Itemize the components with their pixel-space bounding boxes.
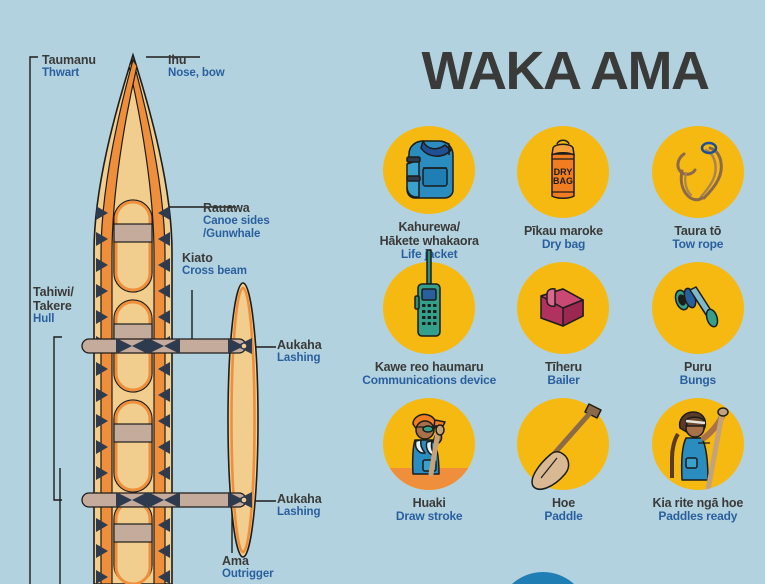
communications-device-disc [383, 249, 476, 354]
label-ihu: Ihu Nose, bow [168, 53, 225, 80]
kiato-cross-beam-lower [81, 492, 252, 508]
label-ihu-english: Nose, bow [168, 67, 225, 79]
label-kiato-maori: Kiato [182, 251, 213, 265]
paddle-icon [531, 403, 603, 490]
draw-stroke-disc [383, 398, 476, 490]
paddles-ready-maori: Kia rite ngā hoe [652, 496, 744, 510]
taumanu-seats [113, 223, 153, 543]
tow-rope-icon [676, 141, 723, 202]
bailer-icon [540, 288, 585, 327]
paddle-english: Paddle [544, 509, 583, 524]
label-taumanu: Taumanu Thwart [42, 53, 96, 80]
ama-outrigger [227, 282, 259, 558]
label-ihu-maori: Ihu [168, 53, 187, 67]
label-taumanu-maori: Taumanu [42, 53, 96, 67]
label-aukaha-upper: Aukaha Lashing [277, 338, 322, 365]
bungs-english: Bungs [679, 373, 717, 388]
grid-item-bungs[interactable]: Puru Bungs [631, 262, 765, 398]
label-rauawa: Rauawa Canoe sides /Gunwhale [203, 201, 270, 241]
bungs-icon [674, 286, 719, 328]
kiato-cross-beam-upper [81, 338, 252, 354]
taumanu-bracket [29, 56, 38, 300]
draw-stroke-paddler-icon [383, 413, 476, 490]
bailer-maori: Tīheru [544, 360, 582, 374]
bailer-english: Bailer [547, 373, 580, 388]
grid-item-communications-device[interactable]: Kawe reo haumaru Communications device [362, 249, 496, 398]
grid-item-life-jacket[interactable]: Kahurewa/ Hākete whakaora Life jacket [362, 126, 496, 262]
label-aukaha-lower-maori: Aukaha [277, 492, 322, 506]
paddles-ready-english: Paddles ready [658, 509, 738, 524]
equipment-icon-grid: Kahurewa/ Hākete whakaora Life jacket DR… [362, 126, 765, 534]
next-row-partial-disc [497, 572, 589, 584]
label-rauawa-english: Canoe sides [203, 215, 270, 227]
label-taumanu-english: Thwart [42, 67, 80, 79]
hull-notch-pattern [96, 206, 170, 584]
communications-device-english: Communications device [362, 373, 497, 388]
label-rauawa-english2: /Gunwhale [203, 227, 261, 240]
label-tahiwi-takere: Tahiwi/ Takere Hull [33, 285, 74, 326]
label-kiato-english: Cross beam [182, 265, 247, 277]
waka-ama-anatomy-diagram [0, 0, 340, 584]
grid-item-draw-stroke[interactable]: Huaki Draw stroke [362, 398, 496, 534]
label-aukaha-upper-maori: Aukaha [277, 338, 322, 352]
draw-stroke-maori: Huaki [412, 496, 446, 510]
bailer-caption: Tīheru Bailer [545, 360, 582, 388]
label-aukaha-lower: Aukaha Lashing [277, 492, 322, 519]
tow-rope-maori: Taura tō [674, 224, 722, 238]
dry-bag-maori: Pīkau maroke [524, 224, 603, 238]
paddle-caption: Hoe Paddle [544, 496, 582, 524]
paddles-ready-caption: Kia rite ngā hoe Paddles ready [653, 496, 744, 524]
life-jacket-disc [383, 126, 476, 214]
dry-bag-disc: DRY BAG [517, 126, 610, 218]
rauawa-gunwale [100, 58, 166, 584]
dry-bag-icon: DRY BAG [551, 139, 576, 199]
life-jacket-caption: Kahurewa/ Hākete whakaora Life jacket [380, 220, 479, 262]
label-ama-maori: Ama [222, 554, 249, 568]
communications-device-maori: Kawe reo haumaru [374, 360, 484, 374]
bailer-disc [517, 262, 610, 354]
bungs-maori: Puru [683, 360, 712, 374]
grid-item-paddle[interactable]: Hoe Paddle [496, 398, 630, 534]
grid-item-paddles-ready[interactable]: Kia rite ngā hoe Paddles ready [631, 398, 765, 534]
aukaha-lashing-upper [116, 338, 252, 354]
cockpit-openings [113, 199, 153, 584]
tow-rope-disc [651, 126, 744, 218]
bungs-caption: Puru Bungs [679, 360, 717, 388]
dry-bag-text-line1: DRY [554, 167, 573, 177]
label-kiato: Kiato Cross beam [182, 251, 247, 278]
paddle-disc [517, 398, 610, 490]
waka-hull [93, 52, 173, 584]
label-aukaha-lower-english: Lashing [277, 506, 321, 518]
page-title: WAKA AMA [421, 41, 710, 101]
paddle-maori: Hoe [551, 496, 575, 510]
draw-stroke-caption: Huaki Draw stroke [396, 496, 463, 524]
label-aukaha-upper-english: Lashing [277, 352, 321, 364]
tow-rope-english: Tow rope [672, 237, 724, 252]
grid-item-tow-rope[interactable]: Taura tō Tow rope [631, 126, 765, 262]
life-jacket-icon [406, 140, 454, 199]
label-tahiwi-maori: Tahiwi/ [33, 285, 74, 299]
life-jacket-maori: Kahurewa/ [398, 219, 460, 234]
dry-bag-caption: Pīkau maroke Dry bag [524, 224, 603, 252]
tahiwi-takere-bracket [53, 336, 62, 501]
label-takere-maori: Takere [33, 299, 72, 313]
grid-item-dry-bag[interactable]: DRY BAG Pīkau maroke Dry bag [496, 126, 630, 262]
dry-bag-text-line2: BAG [553, 176, 573, 186]
vhf-radio-icon [414, 249, 441, 337]
label-ama-english: Outrigger [222, 568, 274, 580]
paddles-ready-paddler-icon [669, 407, 729, 490]
grid-item-bailer[interactable]: Tīheru Bailer [496, 262, 630, 398]
paddles-ready-disc [651, 398, 744, 490]
life-jacket-maori2: Hākete whakaora [379, 234, 479, 249]
label-ama: Ama Outrigger [222, 554, 274, 581]
label-tahiwi-english: Hull [33, 313, 55, 325]
communications-device-caption: Kawe reo haumaru Communications device [362, 360, 496, 388]
label-rauawa-maori: Rauawa [203, 201, 250, 215]
bungs-disc [651, 262, 744, 354]
draw-stroke-english: Draw stroke [395, 509, 463, 524]
tow-rope-caption: Taura tō Tow rope [672, 224, 723, 252]
dry-bag-english: Dry bag [541, 237, 586, 252]
